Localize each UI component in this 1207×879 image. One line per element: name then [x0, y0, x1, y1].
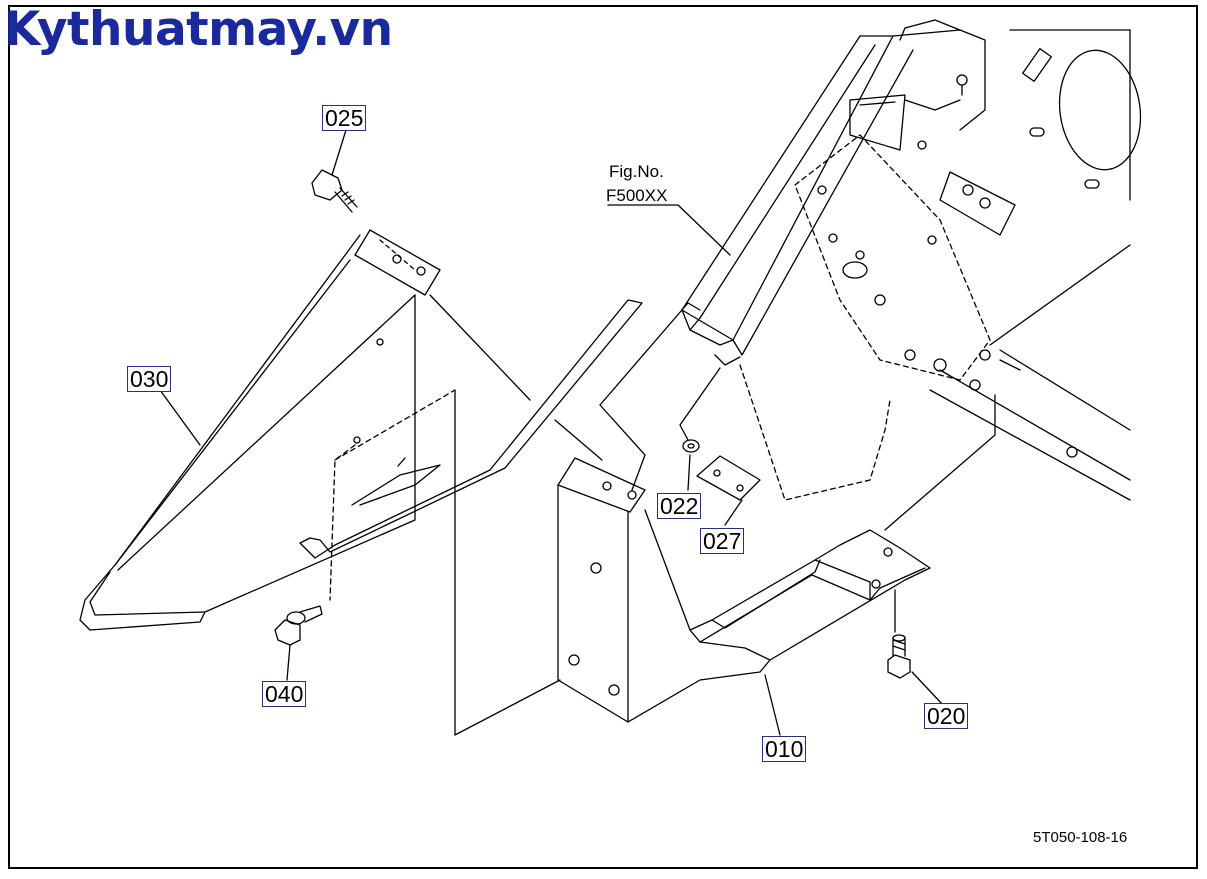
leader-lines	[159, 129, 996, 736]
callout-020: 020	[924, 703, 969, 729]
bolt-025	[311, 169, 358, 213]
callout-030: 030	[127, 366, 172, 392]
washer-022	[682, 439, 700, 453]
figure-ref-line2: F500XX	[606, 186, 668, 205]
drawing-code: 5T050-108-16	[1033, 829, 1128, 846]
callout-010: 010	[762, 736, 807, 762]
callout-027: 027	[700, 528, 745, 554]
bracket-010	[557, 457, 931, 723]
callout-025: 025	[322, 105, 367, 131]
brand-watermark: Kythuatmay.vn	[4, 2, 393, 57]
bolt-040	[274, 605, 323, 646]
plate-027	[696, 455, 761, 501]
drawing-frame	[8, 5, 1198, 869]
bolt-020	[887, 634, 911, 679]
shield-030	[79, 229, 643, 631]
figure-ref-line1: Fig.No.	[609, 162, 664, 181]
callout-040: 040	[262, 681, 307, 707]
callout-022: 022	[657, 493, 702, 519]
main-frame-assembly	[681, 19, 1142, 501]
